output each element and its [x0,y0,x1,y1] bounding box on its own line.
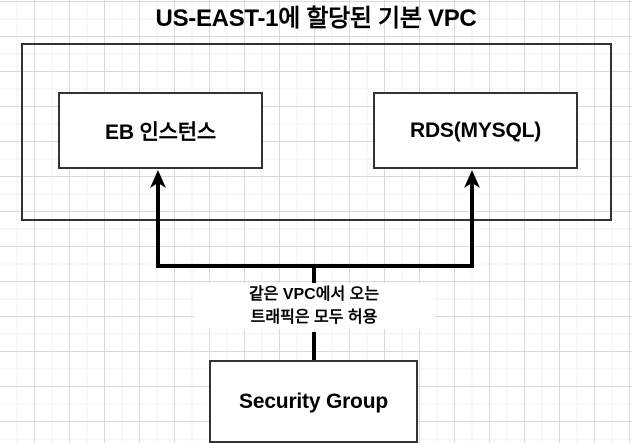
security-group-label: Security Group [239,389,388,413]
rds-box[interactable]: RDS(MYSQL) [373,92,578,169]
traffic-allow-note: 같은 VPC에서 오는 트래픽은 모두 허용 [194,283,434,329]
traffic-allow-note-line2: 트래픽은 모두 허용 [250,309,378,326]
security-group-box[interactable]: Security Group [209,360,418,443]
vpc-container-box [21,43,612,221]
eb-instance-label: EB 인스턴스 [105,120,216,144]
rds-label: RDS(MYSQL) [410,118,541,142]
traffic-allow-note-line1: 같은 VPC에서 오는 [248,286,380,303]
eb-instance-box[interactable]: EB 인스턴스 [58,92,263,169]
diagram-title: US-EAST-1에 할당된 기본 VPC [155,5,477,32]
